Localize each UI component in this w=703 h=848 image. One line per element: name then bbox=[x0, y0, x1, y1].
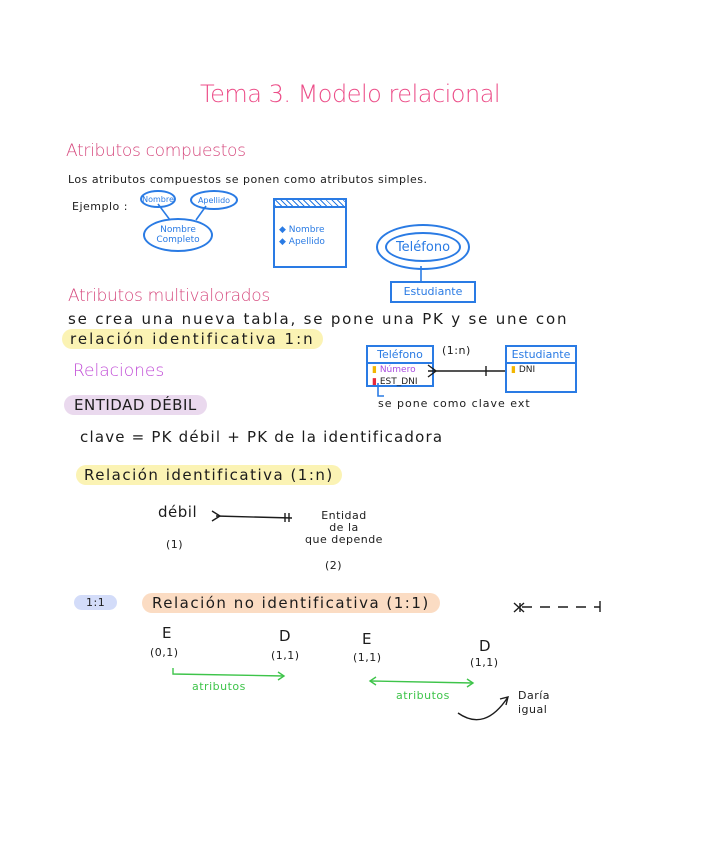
key-icon: ▮ bbox=[372, 377, 377, 387]
right-arrow-label: atributos bbox=[396, 689, 450, 702]
right-d-label: D bbox=[479, 637, 492, 655]
key-icon: ▮ bbox=[511, 365, 516, 375]
heading-relaciones: Relaciones bbox=[73, 361, 165, 381]
table-estudiante: Estudiante ▮ DNI bbox=[505, 345, 577, 393]
entity-table-box: ◆ Nombre ◆ Apellido bbox=[273, 198, 347, 268]
attr-nombre-ellipse: Nombre bbox=[140, 190, 176, 208]
left-e-label: E bbox=[162, 624, 172, 642]
entity-estudiante-box: Estudiante bbox=[390, 281, 476, 303]
left-arrow-label: atributos bbox=[192, 680, 246, 693]
page-title: Tema 3. Modelo relacional bbox=[200, 80, 501, 108]
left-d-label: D bbox=[279, 627, 292, 645]
compuestos-text: Los atributos compuestos se ponen como a… bbox=[68, 173, 428, 186]
heading-atributos-multivalorados: Atributos multivalorados bbox=[68, 286, 270, 306]
attr-apellido-ellipse: Apellido bbox=[190, 190, 238, 210]
side-note: Daría igual bbox=[518, 689, 551, 716]
right-e-cardinality: (1,1) bbox=[353, 651, 382, 664]
foreign-key-note: se pone como clave ext bbox=[378, 397, 531, 410]
composite-attr-ellipse: Nombre Completo bbox=[143, 218, 213, 252]
table-row: ▮ EST_DNI bbox=[372, 377, 418, 387]
weak-entity-number: (1) bbox=[166, 538, 184, 551]
right-d-cardinality: (1,1) bbox=[470, 656, 499, 669]
left-d-cardinality: (1,1) bbox=[271, 649, 300, 662]
table-telefono: Teléfono ▮ Número ▮ EST_DNI bbox=[366, 345, 434, 387]
clave-formula: clave = PK débil + PK de la identificado… bbox=[80, 428, 444, 446]
table-row: ▮ DNI bbox=[511, 365, 536, 375]
weak-entity-label: débil bbox=[158, 503, 198, 521]
table-row: ▮ Número bbox=[372, 365, 416, 375]
entidad-debil-label: ENTIDAD DÉBIL bbox=[64, 395, 207, 415]
table-item: ◆ Nombre bbox=[279, 225, 325, 235]
strong-entity-label: Entidad de la que depende bbox=[305, 509, 383, 546]
cardinality-label: (1:n) bbox=[442, 344, 471, 357]
table-header-scribble bbox=[275, 200, 345, 208]
left-e-cardinality: (0,1) bbox=[150, 646, 179, 659]
table-item: ◆ Apellido bbox=[279, 237, 325, 247]
multivalorados-line2: relación identificativa 1:n bbox=[62, 329, 323, 349]
multivalued-inner-ellipse: Teléfono bbox=[385, 232, 461, 262]
multivalued-outer-ellipse: Teléfono bbox=[376, 224, 470, 270]
badge-1-1: 1:1 bbox=[74, 595, 118, 610]
right-e-label: E bbox=[362, 630, 372, 648]
key-icon: ▮ bbox=[372, 365, 377, 375]
heading-atributos-compuestos: Atributos compuestos bbox=[66, 141, 246, 161]
strong-entity-number: (2) bbox=[325, 559, 343, 572]
relacion-no-identificativa-label: Relación no identificativa (1:1) bbox=[142, 593, 440, 613]
multivalorados-line1: se crea una nueva tabla, se pone una PK … bbox=[68, 310, 569, 328]
example-label: Ejemplo : bbox=[72, 200, 128, 213]
relacion-identificativa-label: Relación identificativa (1:n) bbox=[76, 465, 342, 485]
